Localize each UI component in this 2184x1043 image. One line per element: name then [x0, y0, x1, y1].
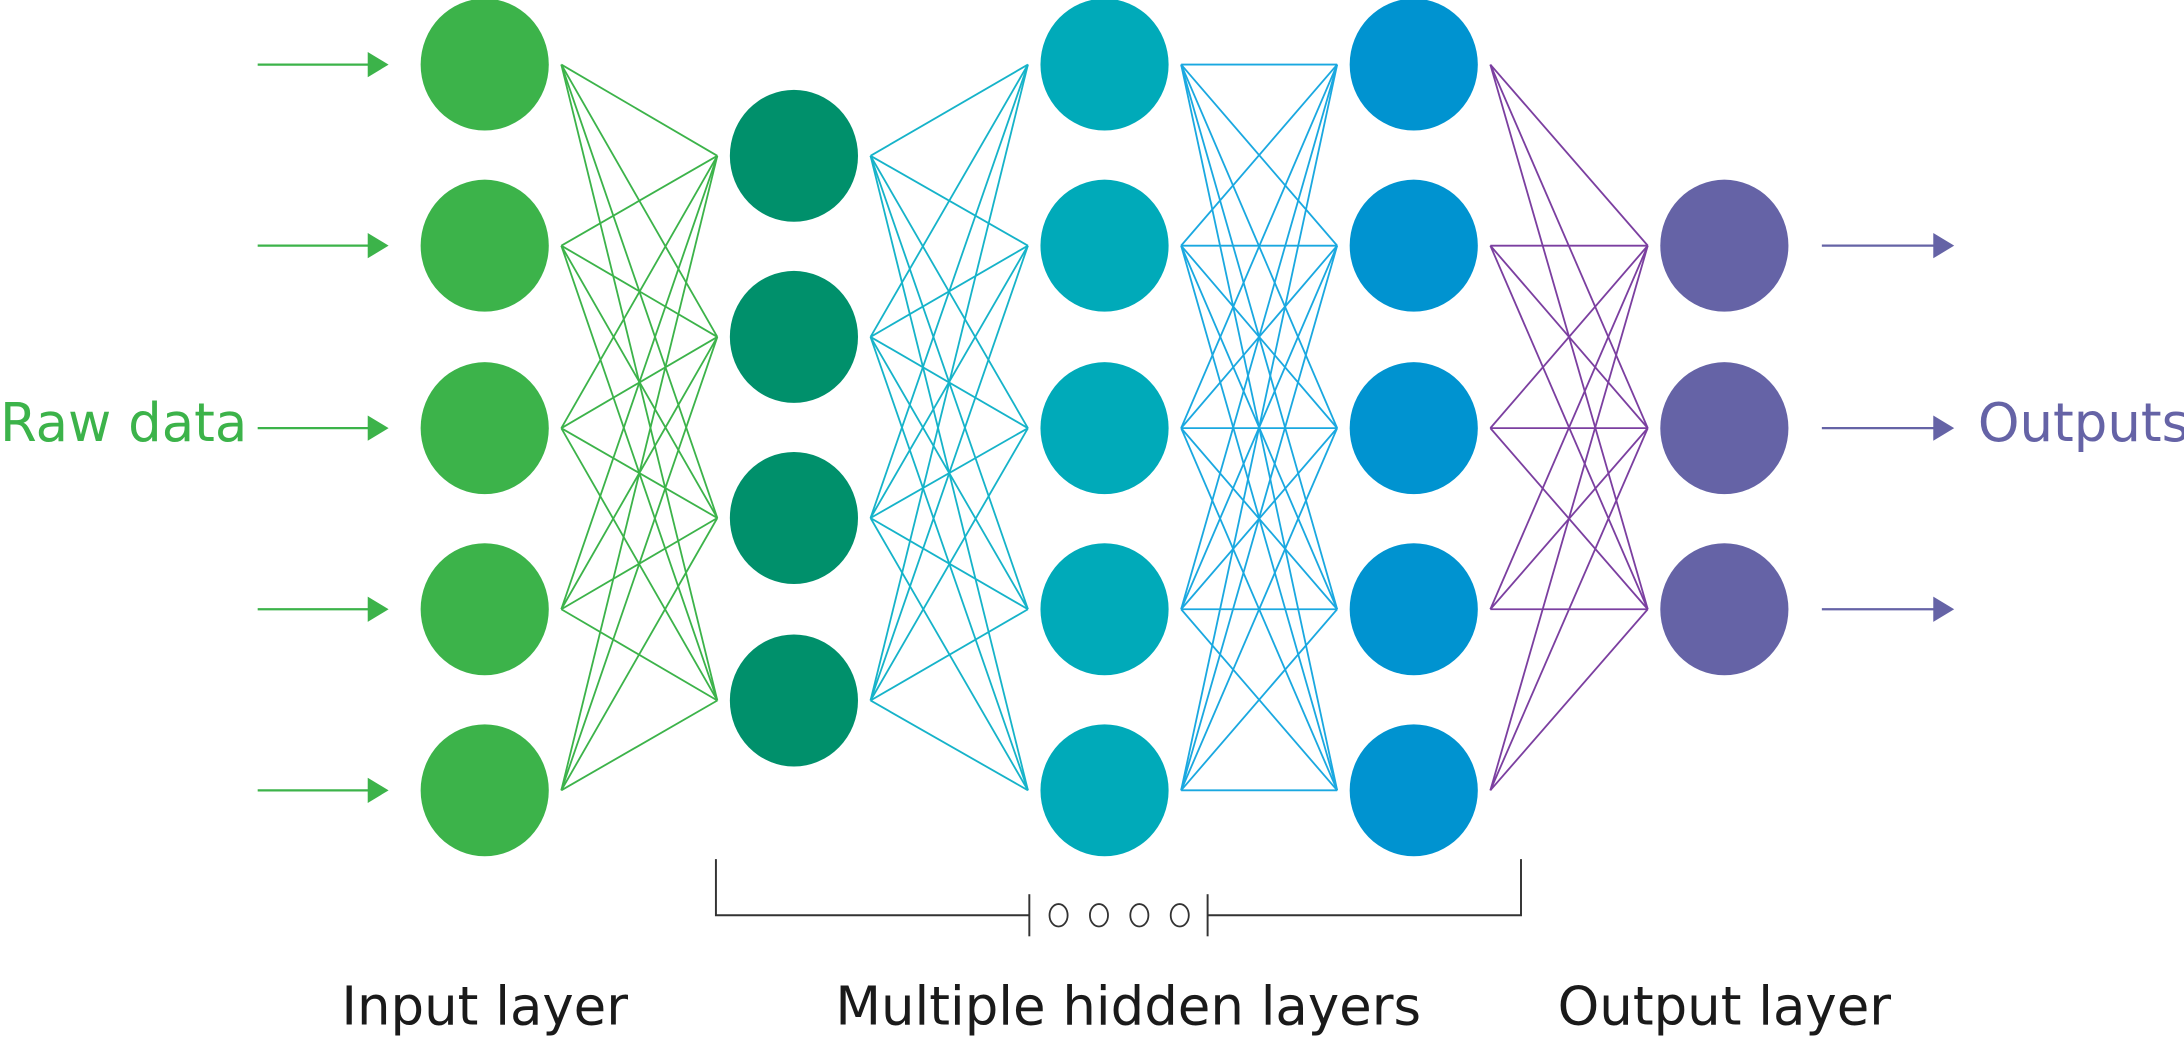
output-arrowhead-icon-1	[1933, 233, 1955, 259]
edge-hidden-3-4-to-output-0	[1489, 245, 1649, 791]
node-hidden-3-2	[1349, 179, 1478, 312]
edge-input-3-to-hidden-1-0	[560, 155, 719, 610]
node-hidden-3-5	[1349, 724, 1478, 857]
output-arrowhead-icon-2	[1933, 415, 1955, 441]
node-hidden-1-4	[729, 634, 858, 767]
node-hidden-2-3	[1040, 362, 1169, 495]
edge-hidden-3-0-to-output-0	[1489, 63, 1649, 247]
input-arrowhead-icon-4	[367, 596, 389, 622]
edge-input-2-to-hidden-1-0	[560, 155, 719, 429]
output-layer-label: Output layer	[1558, 976, 1892, 1038]
edge-hidden-2-4-to-hidden-3-0	[1180, 64, 1339, 791]
edge-hidden-2-4-to-hidden-3-2	[1180, 427, 1338, 791]
hidden-layers-bracket	[714, 859, 1522, 937]
edge-input-1-to-hidden-1-0	[560, 155, 718, 247]
node-hidden-3-3	[1349, 362, 1478, 495]
edge-hidden-1-3-to-hidden-2-4	[870, 699, 1029, 792]
edge-hidden-1-3-to-hidden-2-1	[869, 245, 1029, 701]
input-layer-label: Input layer	[341, 976, 628, 1038]
edge-hidden-2-4-to-hidden-3-3	[1180, 608, 1338, 791]
outputs-label: Outputs	[1978, 392, 2184, 454]
hidden-layers-label: Multiple hidden layers	[835, 976, 1421, 1038]
edge-input-4-to-hidden-1-1	[560, 336, 719, 791]
node-output-1	[1660, 179, 1789, 312]
edge-hidden-1-3-to-hidden-2-2	[869, 427, 1029, 701]
node-hidden-3-1	[1349, 0, 1478, 131]
node-input-5	[420, 724, 549, 857]
edge-hidden-2-3-to-hidden-3-0	[1180, 64, 1339, 610]
node-hidden-1-3	[729, 452, 858, 584]
connection-edges	[560, 63, 1649, 792]
ellipsis-circle-icon-4	[1169, 903, 1190, 928]
edge-hidden-1-0-to-hidden-2-0	[870, 63, 1029, 157]
input-arrowhead-icon-2	[367, 233, 389, 259]
edge-hidden-3-4-to-output-2	[1489, 608, 1649, 791]
io-arrows	[257, 51, 1955, 803]
node-input-4	[420, 543, 549, 676]
bracket-right	[1207, 859, 1522, 917]
input-arrowhead-icon-1	[367, 51, 389, 78]
ellipsis-circle-icon-1	[1048, 903, 1069, 928]
node-hidden-2-1	[1040, 0, 1169, 131]
node-output-3	[1660, 543, 1789, 676]
node-hidden-1-1	[729, 89, 858, 222]
edge-hidden-1-1-to-hidden-2-0	[869, 64, 1029, 338]
ellipsis-circle-icon-2	[1089, 903, 1109, 928]
node-hidden-2-5	[1040, 724, 1169, 857]
node-output-2	[1660, 362, 1789, 495]
node-hidden-3-4	[1349, 543, 1478, 676]
ellipsis-circle-icon-3	[1129, 903, 1150, 928]
edge-hidden-2-4-to-hidden-3-1	[1180, 245, 1339, 791]
edge-hidden-2-2-to-hidden-3-0	[1180, 64, 1338, 429]
edge-hidden-1-2-to-hidden-2-0	[869, 64, 1029, 519]
edge-hidden-3-2-to-output-0	[1489, 245, 1649, 429]
network-nodes	[420, 0, 1789, 857]
output-arrowhead-icon-3	[1933, 596, 1955, 622]
edge-hidden-1-3-to-hidden-2-3	[870, 608, 1029, 702]
edge-input-4-to-hidden-1-0	[560, 155, 719, 791]
raw-data-label: Raw data	[0, 392, 247, 454]
input-arrowhead-icon-3	[367, 415, 389, 441]
node-input-2	[420, 179, 549, 312]
node-hidden-1-2	[729, 270, 858, 403]
edge-input-4-to-hidden-1-3	[560, 699, 718, 792]
node-hidden-2-2	[1040, 179, 1169, 312]
node-hidden-2-4	[1040, 543, 1169, 676]
edge-hidden-2-1-to-hidden-3-0	[1180, 63, 1338, 247]
edge-input-4-to-hidden-1-2	[560, 517, 719, 791]
edge-hidden-3-4-to-output-1	[1489, 427, 1649, 791]
edge-input-0-to-hidden-1-0	[560, 63, 718, 157]
edge-hidden-3-3-to-output-0	[1489, 245, 1649, 610]
edge-hidden-1-3-to-hidden-2-0	[869, 64, 1029, 701]
node-input-1	[420, 0, 549, 131]
bracket-left	[714, 859, 1030, 917]
input-arrowhead-icon-5	[367, 777, 389, 803]
node-input-3	[420, 362, 549, 495]
